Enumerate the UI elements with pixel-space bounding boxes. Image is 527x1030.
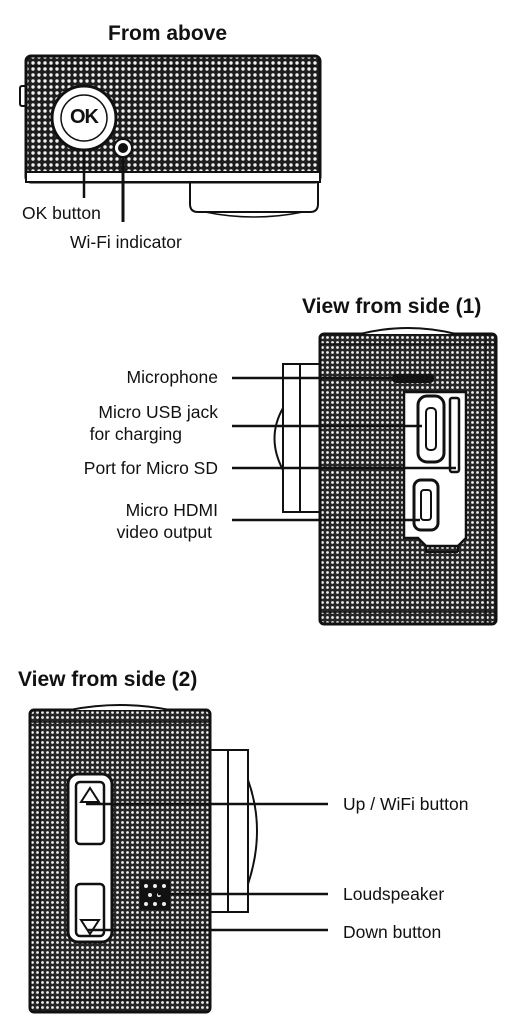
label-microphone: Microphone — [126, 367, 218, 387]
label-hdmi-line2: video output — [116, 522, 212, 542]
label-usb-line2: for charging — [89, 424, 182, 444]
ok-button — [50, 84, 118, 152]
up-arrow-icon — [79, 786, 101, 803]
title-side-2: View from side (2) — [18, 668, 198, 691]
button-strip — [66, 772, 114, 944]
down-arrow-icon — [79, 919, 101, 936]
camera-top-view — [19, 54, 322, 218]
ok-button-glyph: OK — [70, 106, 99, 128]
micro-usb-port — [416, 394, 446, 464]
wifi-indicator — [113, 138, 133, 158]
label-down-button: Down button — [343, 922, 442, 942]
label-up-wifi-button: Up / WiFi button — [343, 794, 469, 814]
label-loudspeaker: Loudspeaker — [343, 884, 445, 904]
label-wifi-indicator: Wi-Fi indicator — [70, 232, 182, 252]
micro-hdmi-port — [412, 478, 440, 532]
micro-sd-slot — [448, 396, 461, 474]
microphone-hole — [392, 374, 434, 383]
label-hdmi-line1: Micro HDMI — [125, 500, 218, 520]
label-usb-line1: Micro USB jack — [98, 402, 218, 422]
camera-side2-view — [28, 704, 258, 1014]
label-sd-port: Port for Micro SD — [83, 458, 218, 478]
label-ok-button: OK button — [22, 203, 101, 223]
title-from-above: From above — [108, 22, 228, 45]
title-side-1: View from side (1) — [302, 295, 482, 318]
